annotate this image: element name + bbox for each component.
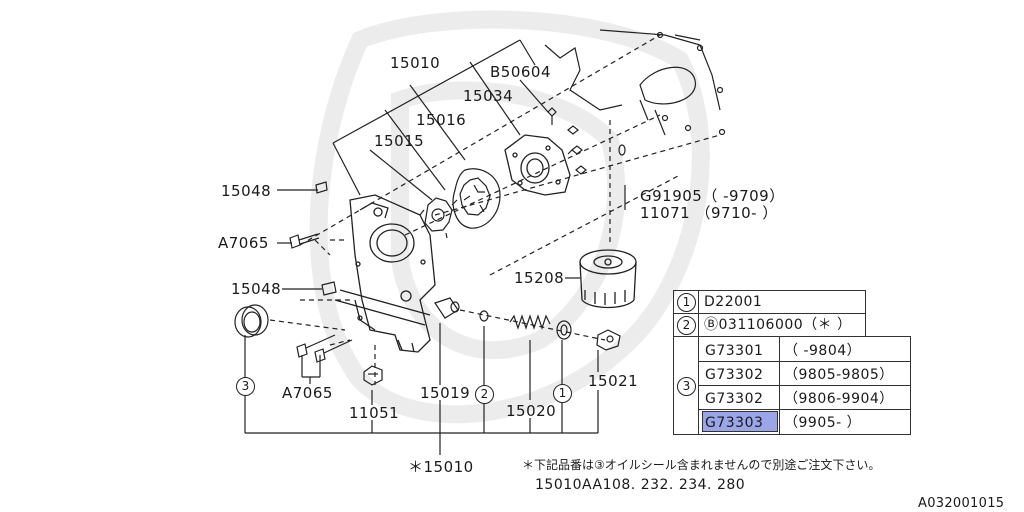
applicable-part-numbers: 15010AA108. 232. 234. 280 — [535, 477, 746, 493]
key-15048-lower — [321, 281, 337, 296]
table-row-3-item-4-part[interactable]: G73303 — [705, 415, 764, 431]
label-b50604: B50604 — [490, 63, 552, 81]
label-15010-star: ＊15010 — [408, 458, 474, 476]
table-row-3-item-3-part: G73302 — [705, 391, 764, 407]
engine-block-outline — [544, 29, 726, 156]
circle-callout-1: 1 — [553, 384, 572, 403]
table-row-2-number: 2 — [677, 316, 696, 335]
table-row-3-item-3-range: （9806-9904） — [784, 391, 894, 407]
label-a7065-upper: A7065 — [218, 234, 269, 252]
table-row-3-item-1-range: （ -9804） — [784, 343, 862, 359]
oil-seal — [234, 304, 269, 338]
oil-pump-body — [334, 194, 436, 353]
bottom-bracket-line — [244, 323, 599, 455]
label-15021: 15021 — [588, 372, 639, 390]
label-15020: 15020 — [506, 402, 557, 420]
gasket-1 — [556, 320, 572, 340]
table-row-1-part: D22001 — [704, 294, 763, 310]
table-row-3-item-2-part: G73302 — [705, 367, 764, 383]
table-row-3-number: 3 — [677, 377, 696, 396]
bolts-a7065-lower — [296, 334, 353, 363]
label-15010: 15010 — [390, 54, 441, 72]
label-11071: 11071 （9710- ） — [640, 204, 778, 222]
label-15208: 15208 — [514, 269, 565, 287]
table-row-2: 2 Ⓑ031106000（＊ ） — [673, 313, 866, 337]
label-15019: 15019 — [420, 384, 471, 402]
label-15048-upper: 15048 — [221, 182, 272, 200]
circle-callout-3: 3 — [236, 377, 255, 396]
table-row-3-item-1-part: G73301 — [705, 343, 764, 359]
table-row-2-part: Ⓑ031106000（＊ ） — [704, 317, 852, 333]
table-row-1: 1 D22001 — [673, 290, 866, 314]
label-11051: 11051 — [349, 404, 400, 422]
table-row-3: 3 G73301 （ -9804） G73302 （9805-9805） G73… — [673, 336, 911, 435]
inner-rotor — [419, 197, 458, 239]
label-15015: 15015 — [374, 132, 425, 150]
spring-15020 — [509, 314, 551, 330]
outer-rotor — [452, 168, 501, 229]
label-15034: 15034 — [463, 87, 514, 105]
label-15048-lower: 15048 — [231, 280, 282, 298]
circle-callout-2: 2 — [475, 385, 494, 404]
gasket-2 — [479, 310, 489, 322]
pump-cover — [504, 134, 571, 196]
plug-11051 — [363, 365, 383, 386]
leader-lines — [277, 39, 626, 384]
highlighted-part-cell[interactable] — [702, 411, 778, 432]
watermark-emblem — [309, 10, 710, 424]
oil-filter — [579, 249, 637, 309]
label-15016: 15016 — [416, 111, 467, 129]
label-a7065-lower: A7065 — [282, 384, 333, 402]
relief-valve-15019 — [434, 297, 460, 319]
plug-15021 — [596, 329, 621, 351]
table-row-3-item-4-range: （9905- ） — [784, 415, 862, 431]
label-g91905: G91905（ -9709） — [640, 187, 785, 205]
table-row-3-item-2-range: （9805-9805） — [784, 367, 894, 383]
table-row-1-number: 1 — [677, 293, 696, 312]
cover-screws — [547, 107, 587, 175]
key-15048-upper — [315, 181, 328, 194]
footnote-oil-seal: ＊下記品番は③オイルシール含まれませんので別途ご注文下さい。 — [522, 458, 881, 472]
figure-id: A032001015 — [918, 496, 1005, 511]
bolt-a7065-upper — [289, 233, 320, 249]
